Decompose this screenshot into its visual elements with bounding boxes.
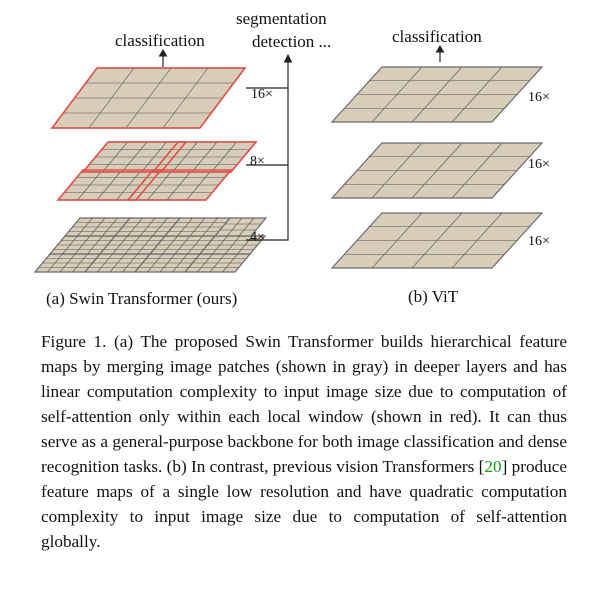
swin-window-8x-b [126, 169, 233, 201]
vit-classification-label: classification [392, 27, 482, 46]
segmentation-arrowhead [283, 53, 293, 63]
patch-gridline [187, 235, 203, 255]
swin-scale-4x: 4× [250, 230, 265, 245]
swin-plate-4x-k [163, 217, 232, 237]
figure-caption: Figure 1. (a) The proposed Swin Transfor… [41, 329, 567, 554]
swin-subcaption: (a) Swin Transformer (ours) [46, 289, 238, 308]
patch-gridline [238, 217, 255, 237]
swin-window-16x [50, 67, 247, 129]
figure-1: classification segmentation detection ..… [33, 9, 550, 308]
citation-link[interactable]: 20 [484, 457, 502, 476]
patch-gridline [162, 67, 209, 129]
swin-plate-4x-d [183, 253, 252, 273]
patch-gridline [141, 141, 167, 173]
vit-scale-16x-mid: 16× [528, 157, 550, 172]
patch-gridline [451, 142, 503, 199]
swin-scale-8x: 8× [250, 154, 265, 169]
vit-subcaption: (b) ViT [408, 287, 459, 306]
swin-classification-label: classification [115, 31, 205, 50]
patch-gridline [222, 253, 238, 273]
patch-gridline [451, 66, 503, 123]
arrows [158, 45, 445, 241]
patch-gridline [87, 235, 103, 255]
swin-window-8x-d [151, 141, 258, 173]
segmentation-label: segmentation [236, 9, 327, 28]
patch-gridline [186, 169, 212, 201]
vit-classification-arrowhead [435, 45, 445, 53]
patch-gridline [116, 169, 142, 201]
vit-plate-mid [330, 142, 544, 199]
patch-gridline [102, 217, 118, 237]
patch-gridline [172, 253, 188, 273]
patch-gridline [202, 217, 218, 237]
patch-gridline [211, 141, 237, 173]
swin-plate-4x-l [213, 217, 268, 237]
patch-gridline [122, 253, 138, 273]
swin-plate-4x-e [48, 235, 117, 255]
swin-plate-4x-i [63, 217, 132, 237]
swin-classification-arrowhead [158, 49, 168, 57]
caption-text-part2: ] produce feature maps of a single low r… [41, 457, 567, 551]
connector-4x [246, 88, 289, 241]
swin-scale-16x: 16× [251, 87, 273, 102]
swin-plate-4x-a [33, 253, 102, 273]
vit-scale-16x-top: 16× [528, 90, 550, 105]
figure-diagram [33, 45, 544, 273]
patch-gridline [451, 212, 503, 269]
swin-plate-4x-c [133, 253, 202, 273]
vit-plate-top [330, 66, 544, 123]
caption-text-part1: Figure 1. (a) The proposed Swin Transfor… [41, 332, 567, 476]
detection-label: detection ... [252, 32, 332, 51]
multi-scale-connector [246, 60, 289, 89]
vit-plate-bottom [330, 212, 544, 269]
vit-scale-16x-bottom: 16× [528, 234, 550, 249]
patch-gridline [226, 217, 243, 237]
patch-gridline [152, 217, 168, 237]
swin-plate-16x [50, 67, 247, 129]
patch-gridline [72, 253, 88, 273]
patch-gridline [137, 235, 153, 255]
patch-gridline [237, 235, 253, 255]
